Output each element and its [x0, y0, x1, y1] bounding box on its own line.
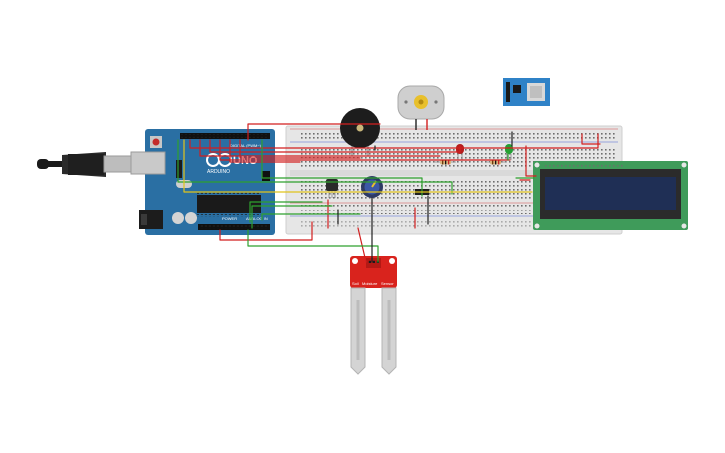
wire-red	[189, 133, 599, 149]
wire-green	[261, 139, 423, 197]
wire-green	[249, 201, 323, 223]
wire-red	[199, 139, 441, 157]
wire-green	[261, 213, 361, 221]
dc-motor	[397, 85, 445, 130]
wire-red	[581, 133, 601, 145]
soil-moisture-sensor: Soil Moisture Sensor	[350, 256, 397, 375]
soil-sensor-label-left: Soil	[352, 281, 359, 286]
soil-sensor-label-mid: Moisture	[362, 281, 378, 286]
potentiometer	[361, 176, 383, 198]
arduino-digital-label: DIGITAL (PWM~)	[230, 143, 262, 148]
wire-yellow	[183, 139, 533, 193]
arduino-brand-text: ARDUINO	[207, 169, 230, 175]
wire-red	[247, 123, 381, 141]
wire-green	[251, 205, 333, 229]
soil-sensor-label-right: Sensor	[381, 281, 394, 286]
wire-green	[177, 139, 453, 195]
resistor-2	[486, 159, 506, 165]
usb-cable	[37, 152, 133, 177]
wire-red	[525, 145, 537, 177]
arduino-logo-text: UNO	[233, 155, 258, 167]
wire-red	[239, 139, 361, 159]
wire-red	[209, 139, 461, 153]
lcd-16x2	[533, 161, 688, 230]
led-green	[505, 144, 513, 160]
arduino-analog-label: ANALOG IN	[246, 216, 268, 221]
wire-red	[219, 139, 511, 161]
wires	[177, 123, 601, 263]
resistor-1	[434, 159, 456, 165]
arduino-power-label: POWER	[222, 216, 237, 221]
wire-green	[247, 229, 379, 263]
wire-red	[357, 227, 367, 263]
wire-red	[219, 221, 313, 241]
wire-red	[229, 139, 301, 163]
esp8266-module	[503, 78, 550, 106]
